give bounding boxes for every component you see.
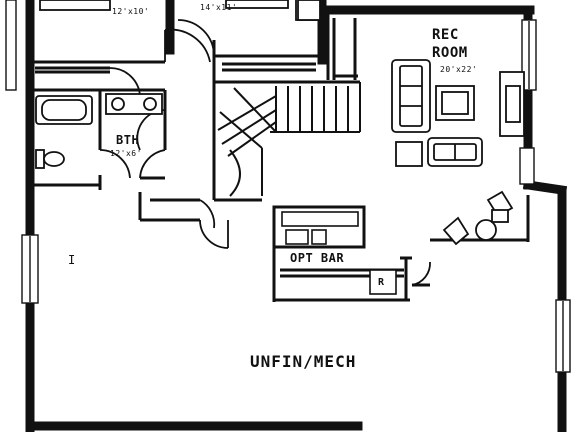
bath-label: BTH [116,133,140,147]
rec-room-dims: 20'x22' [440,65,478,74]
top-left-room-dims: 12'x10' [112,7,150,16]
bath-dims: 12'x6' [110,149,142,158]
bar-marker: R [378,277,385,288]
stair-treads [217,82,361,197]
door-swings [99,0,431,286]
rec-room-label-line1: REC [432,27,459,43]
opt-bar-label: OPT BAR [290,251,345,265]
interior-walls [30,10,530,302]
top-center-room-dims: 14'x11' [200,3,238,12]
rec-furniture [391,59,525,246]
rec-room-label-line2: ROOM [432,45,468,61]
bar-fixtures [281,211,397,295]
left-marker: I [68,253,76,267]
unfin-mech-label: UNFIN/MECH [250,352,357,371]
bathroom-fixtures [35,93,163,169]
windows [5,0,571,373]
top-left-details [39,0,321,21]
